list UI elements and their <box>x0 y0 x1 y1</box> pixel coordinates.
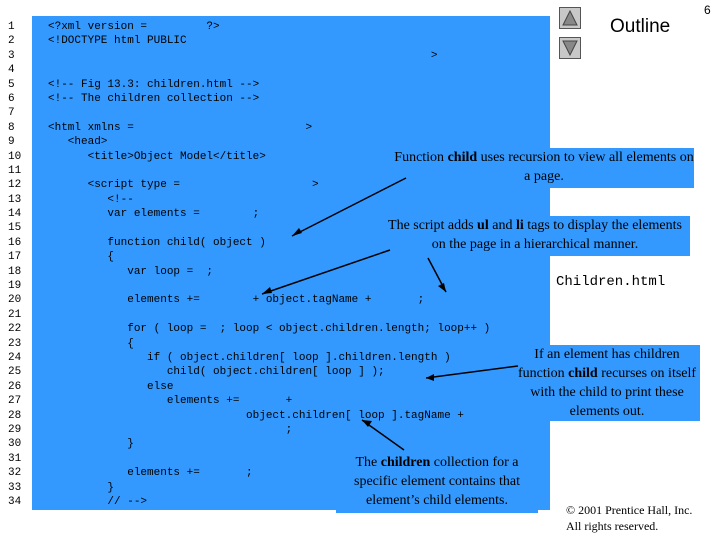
line-number: 13 <box>8 193 22 206</box>
line-number: 11 <box>8 164 22 177</box>
callout-children-collection: The children collection for a specific e… <box>336 453 538 513</box>
line-number: 24 <box>8 351 22 364</box>
copyright-line-1: © 2001 Prentice Hall, Inc. <box>566 503 693 517</box>
line-number: 1 <box>8 21 15 33</box>
line-number: 8 <box>8 121 15 134</box>
code-line: <!-- Fig 13.3: children.html --> <box>48 78 260 91</box>
triangle-up-icon <box>562 10 578 26</box>
code-line: elements += ; <box>48 467 253 480</box>
code-line: <head> <box>48 136 108 149</box>
line-number: 15 <box>8 222 22 235</box>
line-number: 21 <box>8 308 22 321</box>
line-number: 29 <box>8 423 22 436</box>
code-listing: <?xml version = ?><!DOCTYPE html PUBLIC … <box>48 20 490 509</box>
code-line: // --> <box>48 495 148 508</box>
arrow-head-elements-string <box>262 287 272 294</box>
code-line: { <box>48 337 134 350</box>
arrow-head-recursion <box>426 374 434 381</box>
code-line: <!DOCTYPE html PUBLIC <box>48 35 187 48</box>
line-number: 3 <box>8 49 15 62</box>
line-number: 4 <box>8 64 15 77</box>
previous-slide-button[interactable] <box>559 7 581 29</box>
line-number: 19 <box>8 280 22 293</box>
line-number: 26 <box>8 380 22 393</box>
next-slide-button[interactable] <box>559 37 581 59</box>
line-number: 27 <box>8 395 22 408</box>
line-number: 12 <box>8 179 22 192</box>
line-number: 17 <box>8 251 22 264</box>
code-line: object.children[ loop ].tagName + <box>48 409 464 422</box>
code-line: <?xml version = ?> <box>48 21 220 33</box>
arrow-head-children-collection <box>362 420 372 427</box>
line-number: 22 <box>8 323 22 336</box>
code-line: for ( loop = ; loop < object.children.le… <box>48 323 491 336</box>
code-line: function child( object ) <box>48 236 266 249</box>
line-number: 31 <box>8 452 22 465</box>
code-line: <title>Object Model</title> <box>48 150 266 163</box>
line-number: 23 <box>8 337 22 350</box>
code-line: } <box>48 438 134 451</box>
callout-child-recursion: Function child uses recursion to view al… <box>394 148 694 188</box>
line-number: 20 <box>8 294 22 307</box>
code-line: ; <box>48 423 293 436</box>
code-line: else <box>48 380 174 393</box>
page-number: 6 <box>704 3 711 17</box>
code-line: <script type = > <box>48 179 319 192</box>
line-number: 28 <box>8 409 22 422</box>
code-line: > <box>48 49 438 62</box>
arrow-to-function <box>291 177 407 237</box>
line-number: 2 <box>8 35 15 48</box>
line-number: 33 <box>8 481 22 494</box>
line-number: 14 <box>8 208 22 221</box>
code-line: var elements = ; <box>48 208 260 221</box>
copyright-line-2: All rights reserved. <box>566 519 659 533</box>
line-number: 32 <box>8 467 22 480</box>
code-line: child( object.children[ loop ] ); <box>48 366 385 379</box>
code-line: var loop = ; <box>48 265 214 278</box>
line-number: 5 <box>8 78 15 91</box>
code-line: elements += + object.tagName + ; <box>48 294 425 307</box>
code-line: } <box>48 481 115 494</box>
arrow-head-tagname <box>438 283 446 292</box>
code-line: <html xmlns = > <box>48 121 313 134</box>
triangle-down-icon <box>562 40 578 56</box>
outline-title: Outline <box>610 16 671 37</box>
code-line: <!-- The children collection --> <box>48 92 260 105</box>
code-line: <!-- <box>48 193 134 206</box>
arrow-to-recursion <box>425 365 519 379</box>
callout-recursive-children: If an element has children function chil… <box>514 345 700 421</box>
callout-ul-li-tags: The script adds ul and li tags to displa… <box>380 216 690 256</box>
code-line: if ( object.children[ loop ].children.le… <box>48 351 451 364</box>
line-number: 10 <box>8 150 22 163</box>
arrow-head-function <box>292 228 302 236</box>
line-number: 7 <box>8 107 15 120</box>
line-number: 9 <box>8 136 15 149</box>
filename-label: Children.html <box>556 274 666 290</box>
copyright: © 2001 Prentice Hall, Inc. All rights re… <box>566 502 692 534</box>
line-number: 18 <box>8 265 22 278</box>
line-number: 25 <box>8 366 22 379</box>
line-number: 16 <box>8 236 22 249</box>
line-number: 34 <box>8 495 22 508</box>
line-number: 6 <box>8 92 15 105</box>
code-line: { <box>48 251 115 264</box>
code-line: elements += + <box>48 395 293 408</box>
line-number: 30 <box>8 438 22 451</box>
code-panel <box>32 16 550 510</box>
arrow-to-elements-string <box>261 249 391 295</box>
